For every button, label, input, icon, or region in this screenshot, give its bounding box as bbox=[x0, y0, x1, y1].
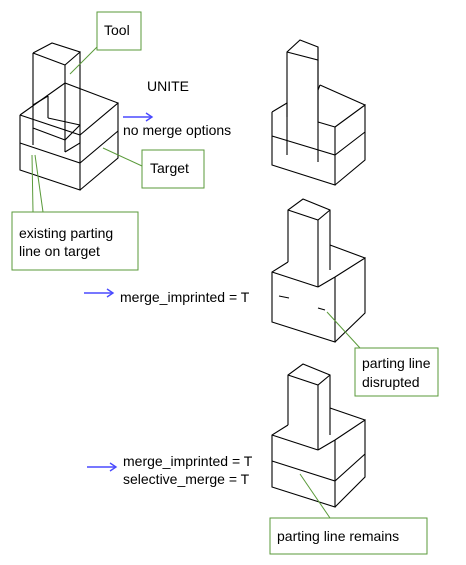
callout-target: Target bbox=[102, 147, 205, 189]
arrow-1 bbox=[123, 112, 154, 122]
callout-existing-text-2: line on target bbox=[19, 243, 100, 259]
result-merge-imprinted bbox=[271, 198, 366, 343]
callout-tool-text: Tool bbox=[104, 22, 130, 38]
callout-remains-text: parting line remains bbox=[277, 528, 399, 544]
callout-parting-line-disrupted: parting line disrupted bbox=[326, 311, 439, 397]
merge-imprinted-label-2: merge_imprinted = T bbox=[123, 453, 253, 469]
arrow-2 bbox=[84, 288, 115, 298]
callout-tool: Tool bbox=[69, 11, 142, 75]
arrow-3 bbox=[87, 462, 118, 472]
callout-parting-line-remains: parting line remains bbox=[269, 473, 428, 555]
callout-disrupted-text-1: parting line bbox=[362, 355, 431, 371]
selective-merge-label: selective_merge = T bbox=[123, 471, 250, 487]
input-bodies bbox=[19, 42, 120, 191]
result-no-merge bbox=[271, 39, 366, 186]
unite-label: UNITE bbox=[147, 78, 189, 94]
callout-disrupted-text-2: disrupted bbox=[362, 374, 420, 390]
callout-existing-text-1: existing parting bbox=[19, 225, 113, 241]
result-selective-merge bbox=[271, 363, 366, 508]
merge-imprinted-label-1: merge_imprinted = T bbox=[120, 289, 250, 305]
callout-existing-parting-line: existing parting line on target bbox=[11, 154, 139, 271]
tool-block bbox=[32, 42, 82, 153]
no-merge-options-label: no merge options bbox=[123, 122, 231, 138]
callout-target-text: Target bbox=[150, 160, 189, 176]
